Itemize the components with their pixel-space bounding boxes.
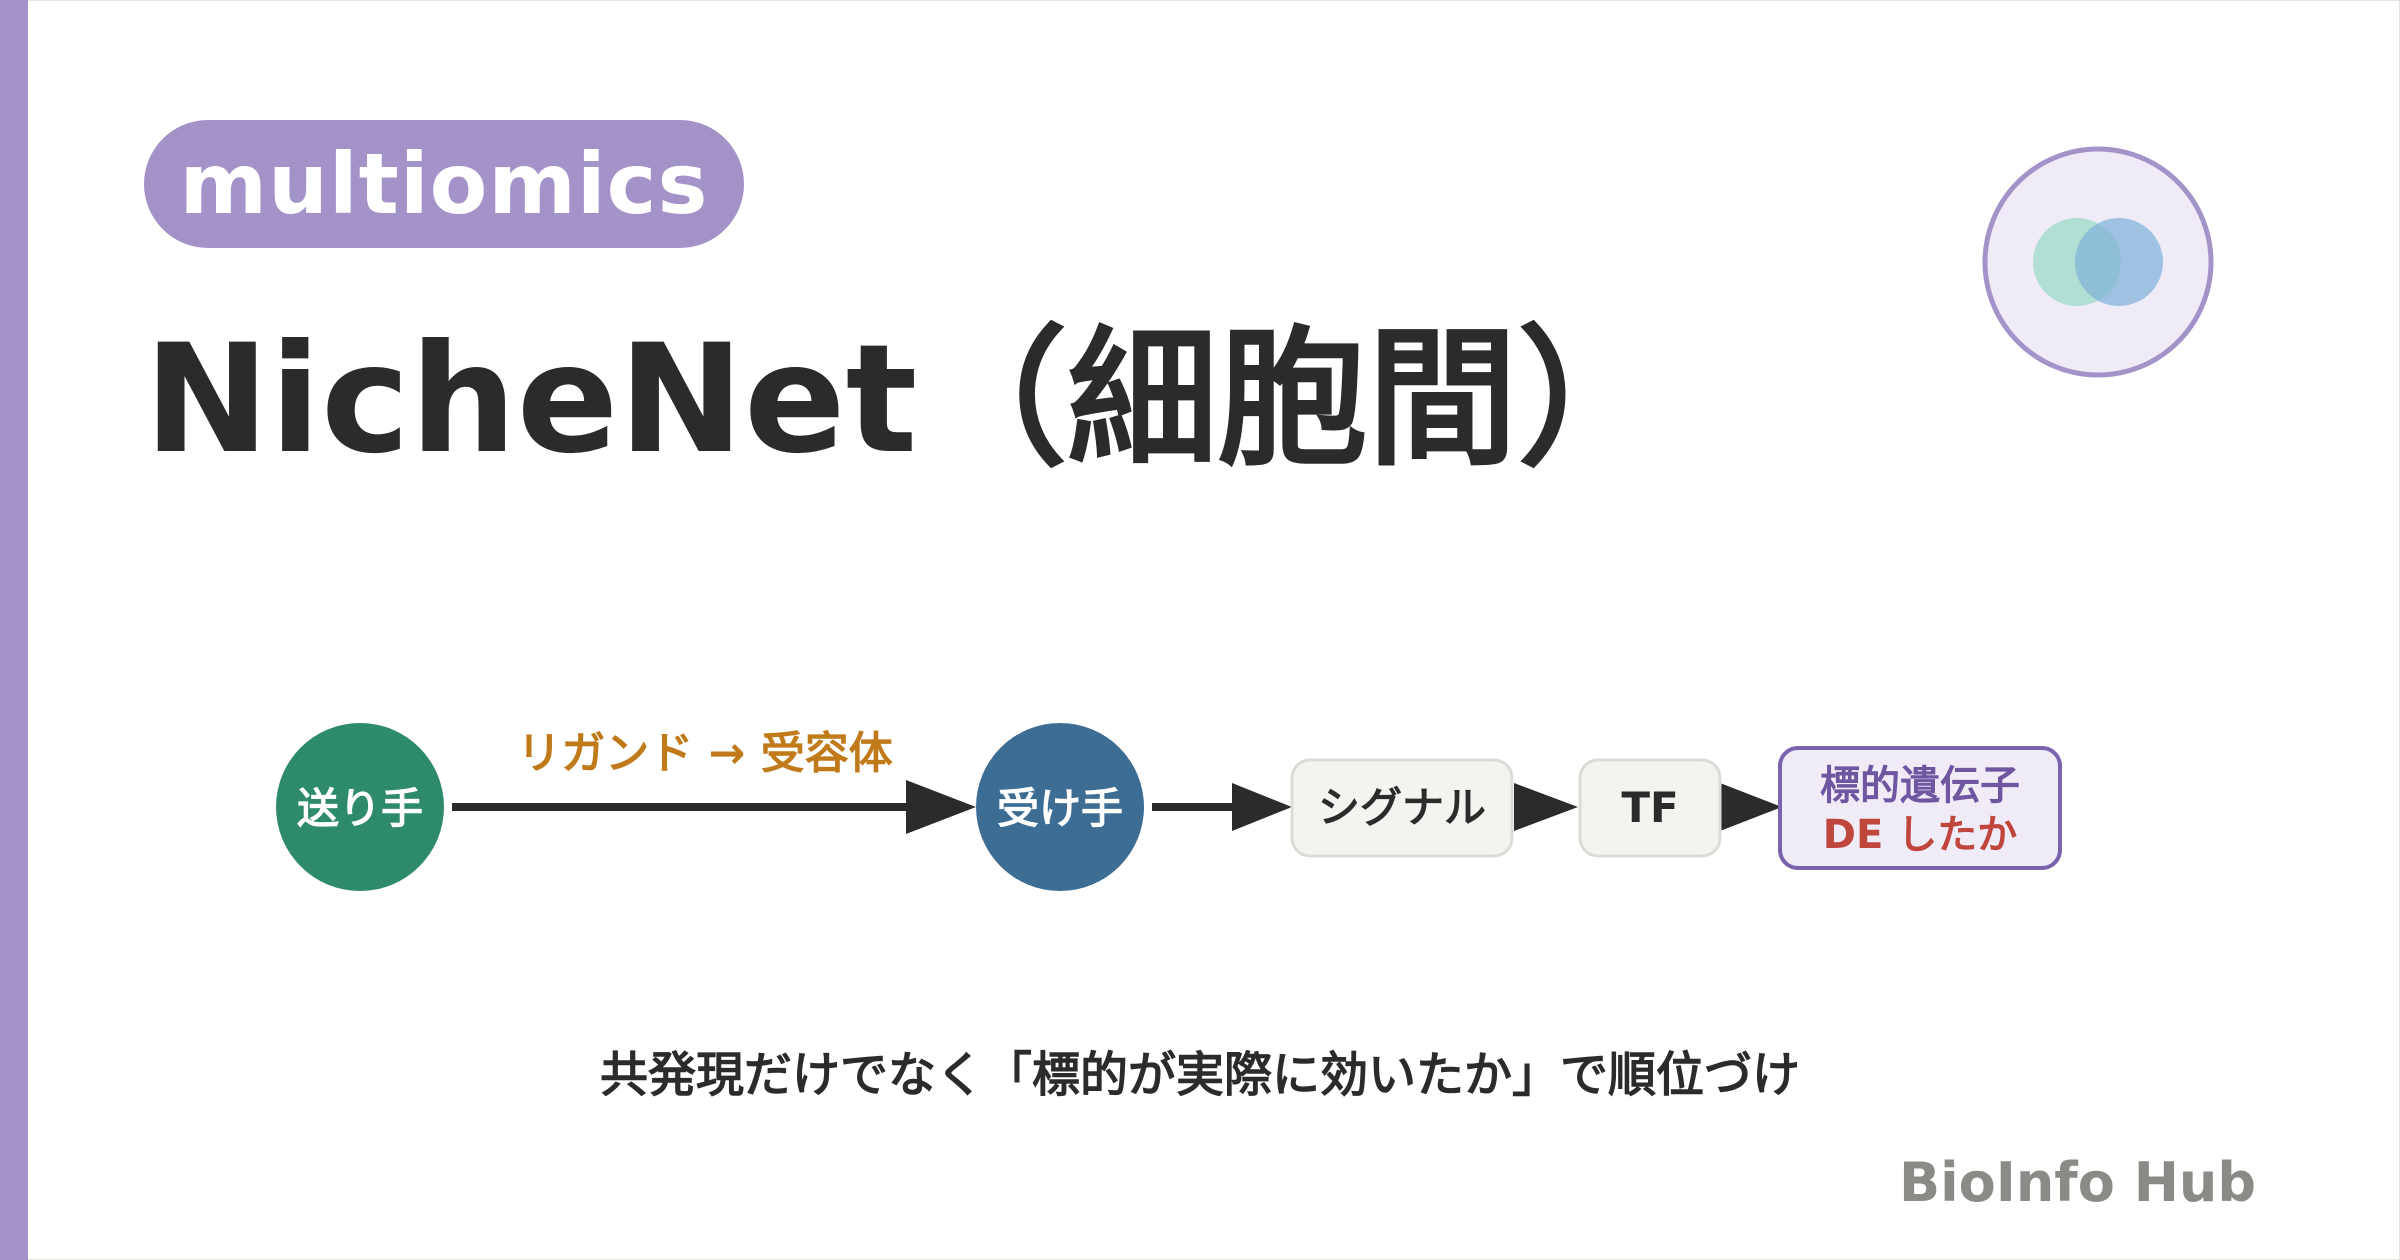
receiver-node [976, 723, 1144, 891]
brand-name: BioInfo Hub [1899, 1151, 2256, 1214]
signal-tf-arrowhead [1514, 783, 1578, 831]
page-title: NicheNet（細胞間） [144, 313, 1668, 487]
tf-node [1578, 758, 1722, 858]
signal-label: シグナル [1318, 783, 1486, 832]
target-gene-node [1778, 746, 2062, 870]
tf-label: TF [1621, 783, 1678, 832]
sender-node [276, 723, 444, 891]
overlapping-circles-icon [1982, 146, 2214, 378]
logo-blue-circle [2075, 218, 2163, 306]
target-gene-label: 標的遺伝子 [1820, 763, 2020, 809]
signal-node [1290, 758, 1514, 858]
accent-bar [0, 0, 28, 1260]
target-de-label: DE したか [1823, 812, 2017, 858]
receiver-label: 受け手 [997, 784, 1123, 833]
sender-label: 送り手 [297, 784, 423, 833]
tf-target-arrowhead [1720, 783, 1782, 831]
category-tag: multiomics [144, 120, 744, 248]
receiver-signal-arrowhead [1232, 783, 1292, 831]
caption: 共発現だけでなく「標的が実際に効いたか」で順位づけ [599, 1047, 1800, 1103]
ligand-receptor-label: リガンド → 受容体 [517, 728, 893, 779]
ligand-receptor-arrowhead [906, 780, 976, 834]
